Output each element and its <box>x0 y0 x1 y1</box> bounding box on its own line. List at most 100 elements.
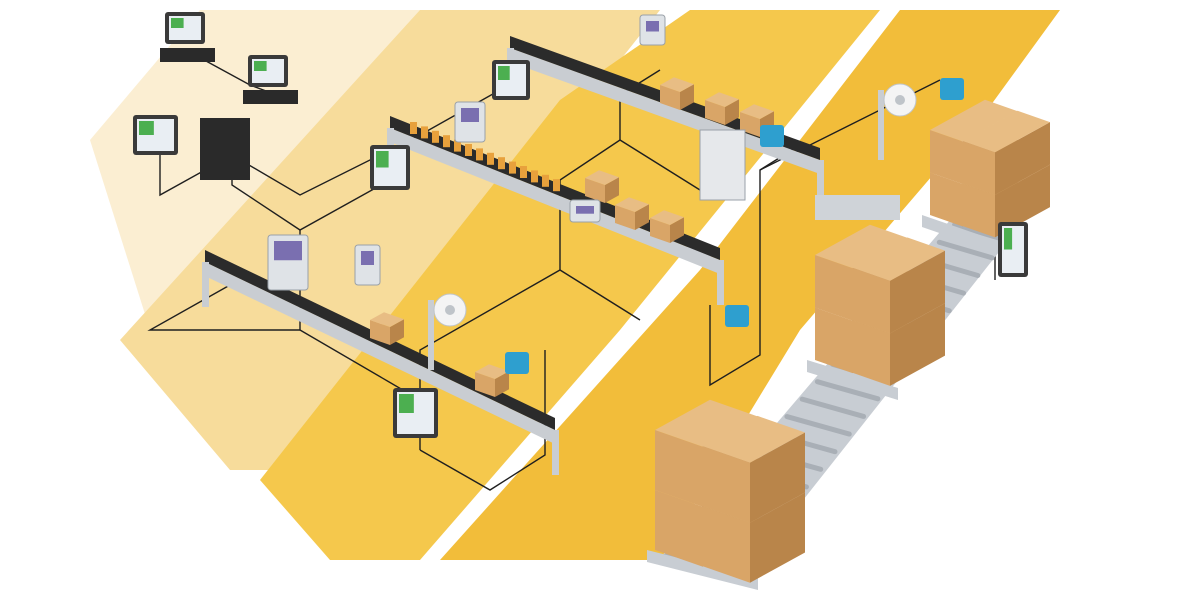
hmi-touchscreen-icon <box>393 388 438 438</box>
machines <box>200 14 917 370</box>
inkjet-printer-icon <box>639 14 666 46</box>
pallet-stack-middle <box>807 224 945 400</box>
carton-side <box>635 204 649 230</box>
control-computers <box>133 12 1028 438</box>
bottle <box>509 161 516 174</box>
screen-widget <box>254 61 267 71</box>
carton-front <box>585 178 605 203</box>
bottle <box>476 148 483 161</box>
carton-side <box>670 217 684 243</box>
carton-top <box>740 104 774 119</box>
pallet-icon <box>647 550 758 590</box>
bottle <box>432 130 439 143</box>
machine-display <box>576 206 594 214</box>
carton-top <box>702 415 805 463</box>
machine-display <box>274 241 302 261</box>
machine-display <box>361 251 374 265</box>
carton-top <box>705 92 739 107</box>
carton-top <box>962 110 1050 153</box>
carton-top <box>650 210 684 225</box>
bottle <box>520 166 527 178</box>
carton-box-icon <box>702 415 805 523</box>
carton-side <box>890 250 945 334</box>
carton-top <box>370 312 404 327</box>
carton-top <box>815 224 908 269</box>
pallet-icon <box>922 215 1003 255</box>
conveyor-leg <box>717 260 724 305</box>
carton-front <box>702 446 750 523</box>
checkweigher-icon <box>569 199 601 223</box>
bottle <box>421 126 428 139</box>
bottle <box>465 144 472 156</box>
carton-front <box>930 172 963 227</box>
roller <box>952 222 1009 243</box>
carton-side <box>750 492 805 583</box>
screen-widget <box>498 66 510 80</box>
machine-display <box>461 108 479 122</box>
carton-box-icon <box>650 210 684 243</box>
barcode-scanner-icon <box>760 125 784 147</box>
carton-front <box>815 307 853 374</box>
network-cable <box>419 350 546 491</box>
label-roll-core <box>895 95 905 105</box>
carton-front <box>962 141 995 195</box>
barcode-scanner-icon <box>940 78 964 100</box>
pallet-stack-front <box>647 399 805 590</box>
screen-widget <box>139 121 154 135</box>
bottle <box>553 179 560 192</box>
carton-side <box>750 432 805 523</box>
carton-box-icon <box>962 110 1050 195</box>
applicator-post <box>428 300 434 370</box>
carton-top <box>655 399 758 447</box>
network-cable <box>559 139 701 270</box>
carton-top <box>585 170 619 185</box>
checkweigher-icon <box>454 101 486 143</box>
bottle <box>531 170 538 183</box>
carton-side <box>605 177 619 203</box>
desktop-computer-icon <box>248 55 288 87</box>
carton-box-icon <box>705 92 739 125</box>
carton-side <box>995 122 1050 195</box>
carton-front <box>655 490 703 567</box>
carton-box-icon <box>852 237 945 334</box>
carton-front <box>705 100 725 125</box>
bottle <box>542 174 549 187</box>
carton-side <box>680 84 694 110</box>
carton-box-icon <box>615 197 649 230</box>
barcode-scanner-icon <box>725 305 749 327</box>
carton-top <box>475 364 509 379</box>
desktop-computer-icon <box>165 12 205 44</box>
carton-top <box>660 77 694 92</box>
inkjet-printer-icon <box>267 234 309 291</box>
cartons <box>370 77 774 397</box>
bottle <box>443 135 450 148</box>
bottle <box>498 157 505 170</box>
floor-band-deep <box>440 10 1060 560</box>
applicator-post <box>878 90 884 160</box>
carton-top <box>852 237 945 281</box>
desktop-base <box>243 90 298 104</box>
barcode-scanner-icon <box>505 352 529 374</box>
screen-widget <box>171 18 184 28</box>
carton-box-icon <box>660 77 694 110</box>
carton-top <box>930 99 1018 142</box>
carton-front <box>852 267 890 334</box>
carton-front <box>815 255 853 321</box>
bottle <box>487 152 494 165</box>
carton-front <box>370 320 390 345</box>
label-applicator-icon <box>428 293 467 370</box>
carton-box-icon <box>475 364 509 397</box>
label-applicator-icon <box>878 83 917 160</box>
applicator-base <box>815 195 900 220</box>
roller <box>814 379 881 402</box>
carton-front <box>655 430 703 507</box>
carton-side <box>390 319 404 345</box>
hmi-touchscreen-icon <box>492 60 530 100</box>
carton-front <box>852 320 890 386</box>
floor-band-mid <box>120 10 660 470</box>
carton-side <box>890 303 945 386</box>
machine-display <box>646 21 659 32</box>
bottle <box>454 139 461 152</box>
carton-front <box>962 183 995 238</box>
